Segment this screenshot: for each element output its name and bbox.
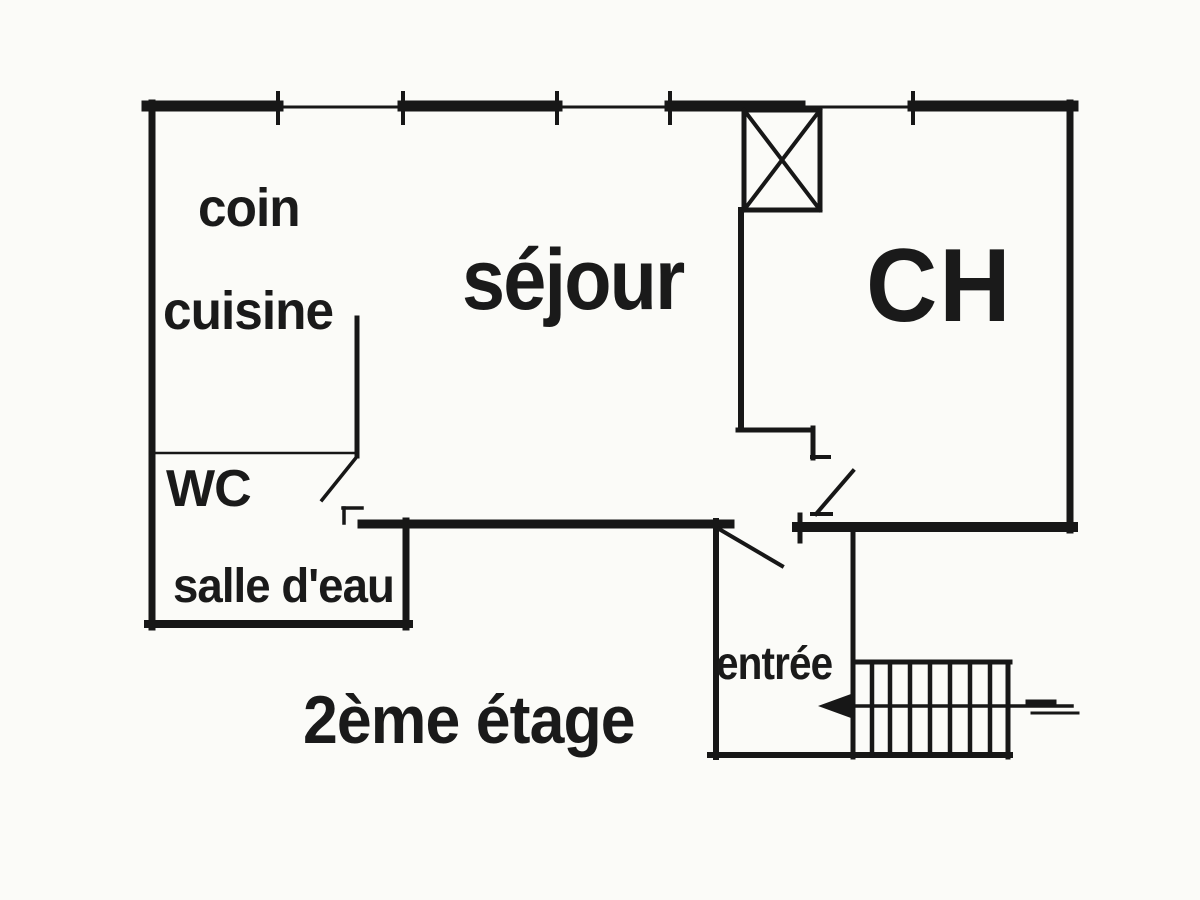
floor-title: 2ème étage <box>303 682 636 758</box>
outer-walls <box>141 99 1079 631</box>
room-label-cuisine: cuisine <box>163 281 334 341</box>
room-label-sejour: séjour <box>462 232 685 328</box>
shaft-box-icon <box>741 107 823 213</box>
direction-arrow <box>818 694 1080 718</box>
ch-door-swing <box>813 468 856 517</box>
arrow-head-left-icon <box>818 694 851 718</box>
room-label-entree: entrée <box>716 637 833 689</box>
entree-door-swing <box>716 526 785 569</box>
room-label-wc: WC <box>166 460 252 518</box>
wc-door-swing <box>319 456 358 503</box>
room-label-coin: coin <box>198 178 301 238</box>
shaft-symbol <box>741 107 823 213</box>
shaft-cross-icon <box>741 107 823 213</box>
staircase <box>850 659 1013 760</box>
room-label-chambre: CH <box>866 228 1013 344</box>
door-swings <box>319 456 856 569</box>
window-marks <box>276 91 915 125</box>
interior-partitions <box>148 207 1013 760</box>
room-label-salle-deau: salle d'eau <box>173 560 395 613</box>
